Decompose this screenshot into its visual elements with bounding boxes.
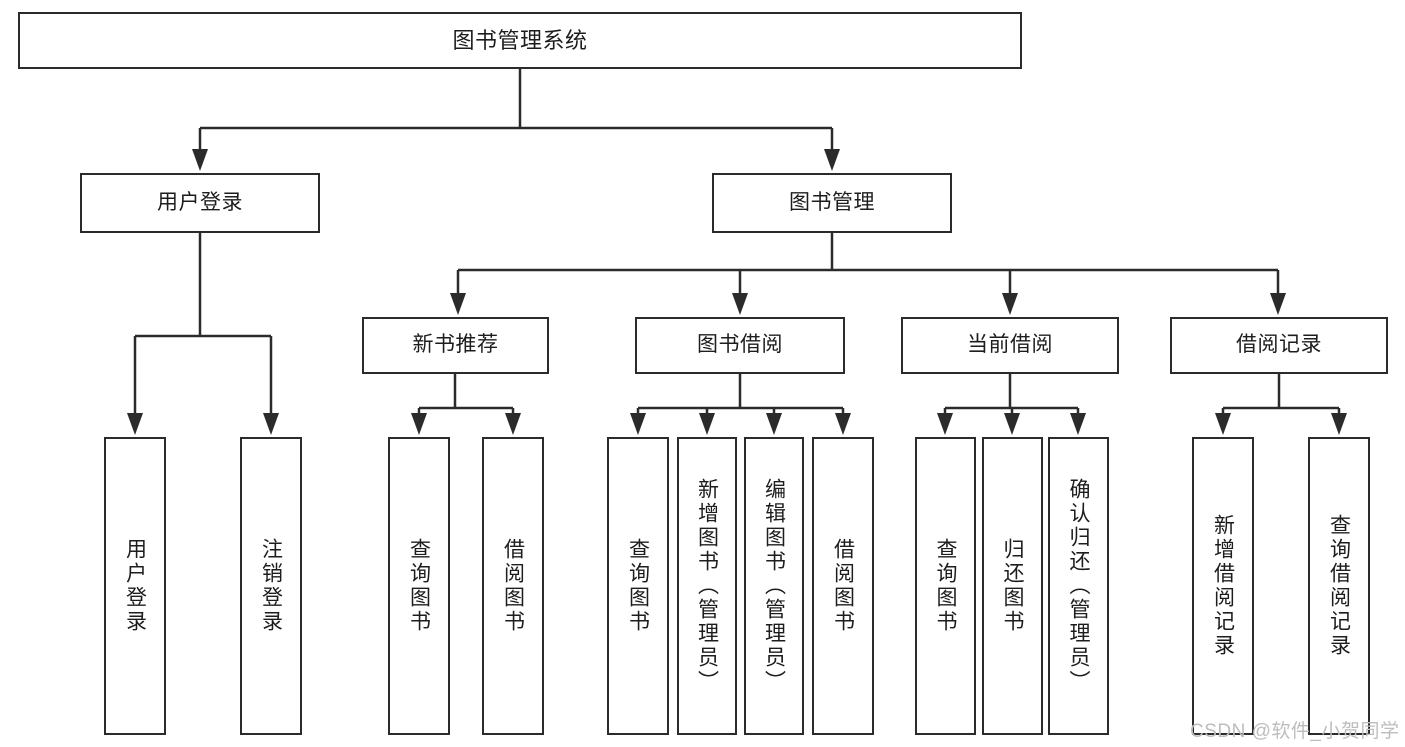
- node-label-leaf-cur-return: 归还图书: [1001, 538, 1025, 634]
- arrow-head-root-to-tier1-1: [824, 149, 840, 171]
- arrow-head-book-manage-to-tier2-0: [450, 293, 466, 315]
- arrow-head-current-borrow-to-leaves-2: [1070, 413, 1086, 435]
- arrow-head-current-borrow-to-leaves-1: [1004, 413, 1020, 435]
- node-label-leaf-borrow-lend: 借阅图书: [831, 538, 855, 634]
- node-leaf-rec-add[interactable]: 新增借阅记录: [1192, 437, 1254, 735]
- node-current-borrow[interactable]: 当前借阅: [901, 317, 1119, 374]
- node-new-book-rec[interactable]: 新书推荐: [362, 317, 549, 374]
- arrow-head-new-book-rec-to-leaves-1: [505, 413, 521, 435]
- node-leaf-borrow-edit[interactable]: 编辑图书（管理员）: [744, 437, 804, 735]
- node-label-borrow-record: 借阅记录: [1236, 333, 1322, 357]
- node-leaf-rec-query2[interactable]: 查询借阅记录: [1308, 437, 1370, 735]
- node-leaf-cur-return[interactable]: 归还图书: [982, 437, 1043, 735]
- node-label-leaf-borrow-add: 新增图书（管理员）: [695, 478, 719, 694]
- arrow-head-book-borrow-to-leaves-0: [630, 413, 646, 435]
- node-label-leaf-rec-add: 新增借阅记录: [1211, 514, 1235, 658]
- arrow-head-book-manage-to-tier2-1: [732, 293, 748, 315]
- node-leaf-rec-query[interactable]: 查询图书: [388, 437, 450, 735]
- node-user-login[interactable]: 用户登录: [80, 173, 320, 233]
- arrow-head-book-manage-to-tier2-2: [1002, 293, 1018, 315]
- node-leaf-rec-borrow[interactable]: 借阅图书: [482, 437, 544, 735]
- arrow-head-current-borrow-to-leaves-0: [937, 413, 953, 435]
- node-book-borrow[interactable]: 图书借阅: [635, 317, 845, 374]
- node-leaf-user-logout[interactable]: 注销登录: [240, 437, 302, 735]
- node-leaf-borrow-lend[interactable]: 借阅图书: [812, 437, 874, 735]
- arrow-head-book-borrow-to-leaves-2: [766, 413, 782, 435]
- node-label-leaf-borrow-edit: 编辑图书（管理员）: [762, 478, 786, 694]
- node-label-leaf-cur-confirm: 确认归还（管理员）: [1067, 478, 1091, 694]
- node-label-new-book-rec: 新书推荐: [412, 333, 499, 357]
- node-leaf-borrow-query[interactable]: 查询图书: [607, 437, 669, 735]
- node-label-book-borrow: 图书借阅: [697, 333, 783, 357]
- arrow-head-borrow-record-to-leaves-1: [1331, 413, 1347, 435]
- node-label-leaf-rec-query: 查询图书: [407, 538, 431, 634]
- arrow-head-book-borrow-to-leaves-1: [699, 413, 715, 435]
- node-label-leaf-borrow-query: 查询图书: [626, 538, 650, 634]
- arrow-head-user-login-to-leaves-1: [263, 413, 279, 435]
- connector-group: [127, 69, 1347, 435]
- node-label-leaf-user-logout: 注销登录: [259, 538, 283, 634]
- arrow-head-book-manage-to-tier2-3: [1270, 293, 1286, 315]
- arrow-head-book-borrow-to-leaves-3: [835, 413, 851, 435]
- node-label-leaf-rec-borrow: 借阅图书: [501, 538, 525, 634]
- node-label-book-manage: 图书管理: [789, 190, 875, 214]
- arrow-head-user-login-to-leaves-0: [127, 413, 143, 435]
- arrow-head-new-book-rec-to-leaves-0: [411, 413, 427, 435]
- node-label-user-login: 用户登录: [157, 190, 243, 214]
- node-label-root: 图书管理系统: [452, 27, 588, 53]
- node-label-current-borrow: 当前借阅: [967, 333, 1053, 357]
- node-leaf-cur-query[interactable]: 查询图书: [915, 437, 976, 735]
- arrow-head-borrow-record-to-leaves-0: [1215, 413, 1231, 435]
- node-label-leaf-cur-query: 查询图书: [934, 538, 958, 634]
- node-leaf-user-login[interactable]: 用户登录: [104, 437, 166, 735]
- node-root[interactable]: 图书管理系统: [18, 12, 1022, 69]
- node-borrow-record[interactable]: 借阅记录: [1170, 317, 1388, 374]
- node-label-leaf-user-login: 用户登录: [123, 538, 147, 634]
- node-leaf-borrow-add[interactable]: 新增图书（管理员）: [677, 437, 737, 735]
- node-book-manage[interactable]: 图书管理: [712, 173, 952, 233]
- arrow-head-root-to-tier1-0: [192, 149, 208, 171]
- node-label-leaf-rec-query2: 查询借阅记录: [1327, 514, 1351, 658]
- node-leaf-cur-confirm[interactable]: 确认归还（管理员）: [1048, 437, 1109, 735]
